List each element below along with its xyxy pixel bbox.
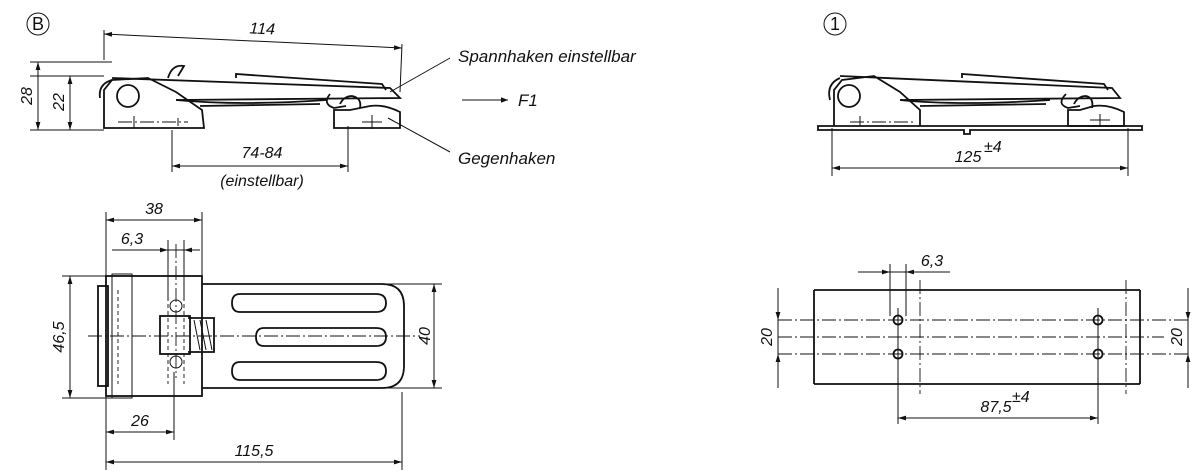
dim-b-38: 38: [145, 201, 163, 218]
dim-1-125-tol: ±4: [984, 139, 1002, 156]
dim-1-20-left: 20: [759, 328, 776, 347]
clamp-hook-side: [325, 93, 362, 109]
lever-underside: [175, 99, 327, 107]
dim-b-6-3: 6,3: [121, 231, 143, 248]
hook-hinge-wire: [98, 64, 186, 99]
dim-b-114: 114: [249, 20, 275, 38]
view-b-side: B 114 28 22 74-84 (einstellbar): [19, 12, 637, 190]
hinge-pin-side-1: [837, 84, 861, 108]
spring-block: [159, 315, 191, 355]
counter-hook-side: [333, 104, 401, 129]
dim-1-6-3: 6,3: [921, 253, 943, 270]
view-b-top: 38 6,3 46,5 40 26 115,5: [51, 201, 442, 470]
dim-1-87-5: 87,5: [980, 399, 1011, 416]
hinge-pin-side: [116, 84, 140, 108]
latch-base-side: [103, 77, 206, 129]
label-counter-hook: Gegenhaken: [458, 149, 555, 168]
dim-b-74-84: 74-84: [242, 145, 283, 162]
lever-arm-1: [839, 75, 1122, 101]
dim-1-87-5-tol: ±4: [1012, 389, 1030, 406]
lever-top-plate: [235, 73, 387, 91]
dim-b-einstellbar: (einstellbar): [220, 173, 304, 190]
view-1-marker-circle: [823, 12, 847, 36]
view-1-top: 6,3 20 20 87,5 ±4: [759, 253, 1191, 424]
view-b-marker: B: [32, 14, 44, 34]
dim-b-46-5: 46,5: [51, 321, 68, 352]
view-1-side: 1 125 ±4: [817, 12, 1143, 176]
lever-arm: [111, 77, 403, 101]
label-adjustable-hook: Spannhaken einstellbar: [458, 47, 637, 66]
dim-b-115-5: 115,5: [235, 443, 274, 460]
dim-b-22: 22: [51, 93, 68, 112]
dim-b-28: 28: [19, 87, 36, 106]
dim-b-26: 26: [130, 413, 149, 430]
base-plate-side: [817, 125, 1143, 135]
dim-b-40: 40: [417, 327, 434, 345]
label-force-f1: F1: [518, 91, 538, 110]
dim-1-125: 125: [955, 149, 982, 166]
dim-1-20-right: 20: [1169, 328, 1186, 347]
view-b-marker-circle: [26, 12, 50, 36]
view-1-marker: 1: [830, 14, 840, 34]
